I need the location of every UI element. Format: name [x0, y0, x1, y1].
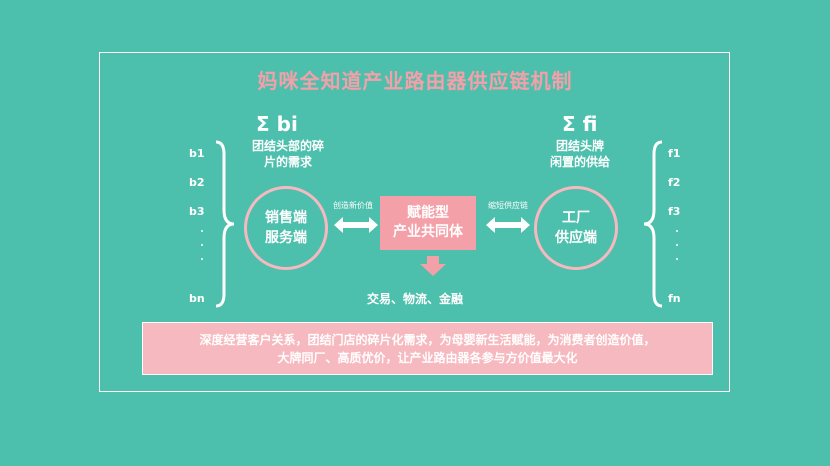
sales-service-line: 销售端	[265, 210, 307, 226]
left-sum-label: Σ bi	[256, 112, 298, 136]
right-index-f2: f2	[668, 176, 681, 189]
left-brace-icon	[215, 140, 235, 308]
left-ellipsis-dot	[201, 258, 203, 260]
factory-supply-circle: 工厂 供应端	[534, 186, 618, 270]
factory-supply-line: 工厂	[562, 210, 590, 226]
right-brace-icon	[643, 140, 663, 308]
right-index-f1: f1	[668, 147, 681, 160]
left-ellipsis-dot	[201, 244, 203, 246]
right-description-line: 闲置的供给	[549, 155, 610, 169]
left-index-bn: bn	[189, 292, 205, 305]
right-double-arrow-icon	[486, 217, 530, 233]
center-line: 赋能型	[407, 205, 449, 221]
sales-service-circle: 销售端 服务端	[244, 186, 328, 270]
center-line: 产业共同体	[393, 224, 463, 240]
left-arrow-label: 创造新价值	[333, 201, 373, 210]
right-sum-label: Σ fi	[562, 112, 598, 136]
right-ellipsis-dot	[676, 258, 678, 260]
left-index-b1: b1	[189, 147, 205, 160]
right-ellipsis-dot	[676, 244, 678, 246]
right-ellipsis-dot	[676, 230, 678, 232]
content-frame	[99, 52, 730, 392]
left-description-line: 片的需求	[263, 155, 312, 169]
right-index-fn: fn	[668, 292, 681, 305]
right-description-line: 团结头牌	[555, 139, 604, 153]
left-index-b3: b3	[189, 205, 205, 218]
left-index-b2: b2	[189, 176, 205, 189]
left-double-arrow-icon	[334, 217, 378, 233]
trade-logistics-finance-label: 交易、物流、金融	[366, 292, 463, 306]
summary-banner: 深度经营客户关系，团结门店的碎片化需求，为母婴新生活赋能，为消费者创造价值， 大…	[142, 322, 713, 375]
right-index-f3: f3	[668, 205, 681, 218]
right-description: 团结头牌 闲置的供给	[540, 138, 620, 170]
right-arrow-label: 缩短供应链	[488, 201, 528, 210]
empowerment-community-box: 赋能型 产业共同体	[380, 196, 476, 250]
left-ellipsis-dot	[201, 230, 203, 232]
page-title: 妈咪全知道产业路由器供应链机制	[257, 69, 573, 93]
down-arrow-icon	[420, 256, 446, 276]
left-description-line: 团结头部的碎	[251, 139, 324, 153]
sales-service-line: 服务端	[265, 230, 307, 246]
banner-line: 深度经营客户关系，团结门店的碎片化需求，为母婴新生活赋能，为消费者创造价值，	[199, 332, 656, 347]
left-description: 团结头部的碎 片的需求	[248, 138, 328, 170]
factory-supply-line: 供应端	[555, 230, 597, 246]
banner-line: 大牌同厂、高质优价，让产业路由器各参与方价值最大化	[277, 350, 578, 365]
